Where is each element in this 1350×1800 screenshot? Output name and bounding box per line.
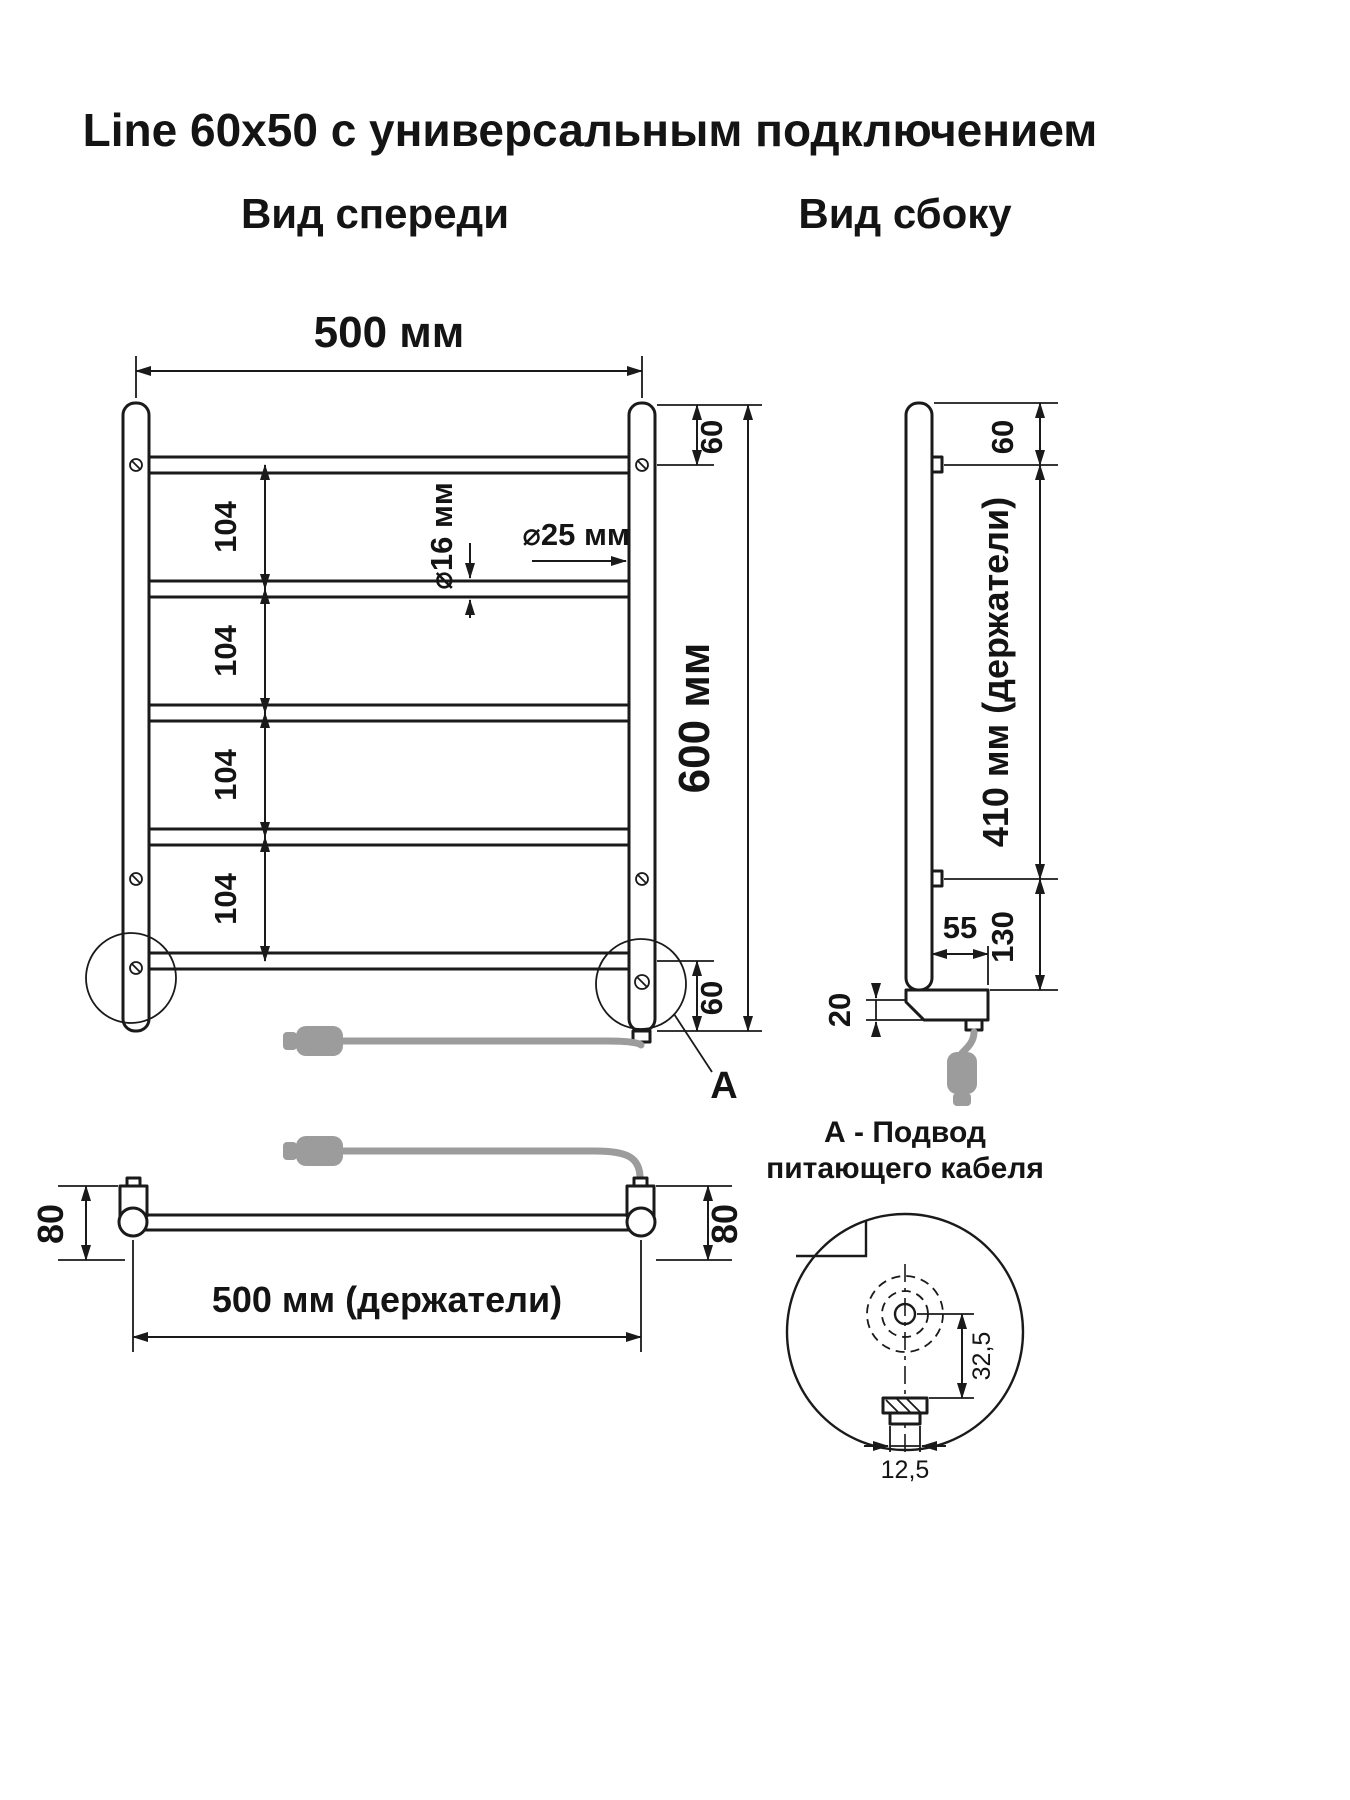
detail-circle-left [85, 932, 177, 1024]
detail-corner [796, 1220, 868, 1258]
plug-body [947, 1052, 977, 1094]
detail-hatch-2 [895, 1397, 911, 1413]
screw-top-left [129, 458, 143, 472]
front-right-post [627, 401, 657, 1033]
holder-tab-right [632, 1176, 649, 1188]
dim-tube-diameter-label: ⌀16 мм [424, 482, 459, 590]
dim-front-right: 60 60 600 мм [657, 404, 762, 1032]
dim-detail-vertical: 32,5 [917, 1313, 996, 1399]
holders-bar [131, 1213, 643, 1232]
dim-front-width: 500 мм [135, 308, 643, 398]
screw-top-right [635, 458, 649, 472]
dim-gap-4: 104 [208, 872, 243, 924]
dim-side-depth-label: 55 [943, 910, 977, 945]
dim-gap-2: 104 [208, 624, 243, 676]
front-view: 500 мм 104 104 104 104 ⌀16 мм ⌀25 мм [85, 308, 762, 1107]
dim-side-offset-top-label: 60 [985, 420, 1020, 454]
front-view-label: Вид спереди [241, 190, 509, 237]
side-bottom-bracket [904, 988, 990, 1022]
dim-front-height-label: 600 мм [670, 643, 719, 794]
dim-front-width-label: 500 мм [314, 308, 465, 357]
holder-tab-left [125, 1176, 142, 1188]
detail-a: А - Подвод питающего кабеля 32,5 12,5 [766, 1116, 1044, 1484]
plug-tip [953, 1093, 971, 1106]
side-holder-bottom [930, 869, 944, 888]
dim-holders-width-label: 500 мм (держатели) [212, 1279, 562, 1320]
plug-tip [283, 1142, 297, 1160]
detail-hatch-1 [885, 1399, 899, 1413]
side-post [904, 401, 934, 992]
detail-fitting-bottom [888, 1411, 922, 1426]
dim-rung-gaps: 104 104 104 104 [208, 464, 270, 962]
plug-body [296, 1026, 343, 1056]
front-rung-2 [138, 579, 637, 599]
dim-side-offset-bottom-label: 130 [985, 911, 1020, 963]
dim-holder-height-left: 80 [30, 1185, 125, 1261]
dim-side-wall-gap: 20 [822, 983, 924, 1037]
screw-mid-right [635, 872, 649, 886]
front-rung-4 [138, 827, 637, 847]
dim-offset-top-label: 60 [694, 420, 729, 454]
screw-mid-left [129, 872, 143, 886]
screw-bottom-left [129, 961, 143, 975]
power-cable-front [283, 1026, 645, 1056]
front-left-post [121, 401, 151, 1033]
dim-detail-horizontal: 12,5 [864, 1426, 946, 1484]
dim-side-holders-label: 410 мм (держатели) [975, 497, 1016, 847]
dim-side-depth: 55 [931, 910, 989, 985]
dim-gap-3: 104 [208, 748, 243, 800]
detail-hatch-3 [905, 1397, 921, 1413]
dim-holder-height-left-label: 80 [30, 1204, 71, 1244]
power-cable-holders [283, 1136, 644, 1180]
dim-holder-height-right: 80 [656, 1185, 745, 1261]
detail-caption-line1: А - Подвод [824, 1116, 986, 1149]
dim-holders-width: 500 мм (держатели) [132, 1240, 642, 1352]
dim-side-right: 60 410 мм (держатели) 130 [934, 402, 1058, 991]
front-rung-5 [138, 951, 637, 971]
power-cable-side [947, 1028, 978, 1106]
holder-cap-right [625, 1206, 657, 1238]
dim-gap-1: 104 [208, 500, 243, 552]
dim-holder-height-right-label: 80 [704, 1204, 745, 1244]
side-holder-top [930, 455, 944, 474]
side-view: 60 410 мм (держатели) 130 55 20 [822, 401, 1058, 1106]
front-rung-3 [138, 703, 637, 723]
plug-body [296, 1136, 343, 1166]
dim-post-diameter: ⌀25 мм [522, 517, 630, 566]
page-title: Line 60x50 с универсальным подключением [83, 104, 1098, 156]
detail-marker-label: A [710, 1065, 737, 1107]
dim-offset-bottom-label: 60 [694, 981, 729, 1015]
dim-detail-horizontal-label: 12,5 [881, 1456, 930, 1484]
dim-post-diameter-label: ⌀25 мм [522, 517, 630, 552]
plug-tip [283, 1032, 297, 1050]
detail-circle-right [595, 938, 687, 1030]
screw-bottom-right [634, 974, 650, 990]
detail-marker: A [673, 1013, 738, 1107]
side-view-label: Вид сбоку [798, 190, 1012, 237]
dim-tube-diameter: ⌀16 мм [424, 482, 475, 618]
dim-side-wall-gap-label: 20 [822, 993, 857, 1027]
front-rung-1 [138, 455, 637, 475]
dim-detail-vertical-label: 32,5 [968, 1332, 996, 1381]
detail-fitting-top [881, 1396, 929, 1415]
header: Line 60x50 с универсальным подключением … [83, 104, 1098, 237]
holder-cap-left [117, 1206, 149, 1238]
detail-caption-line2: питающего кабеля [766, 1152, 1044, 1185]
holders-view: 80 80 500 мм (держатели) [30, 1136, 745, 1352]
